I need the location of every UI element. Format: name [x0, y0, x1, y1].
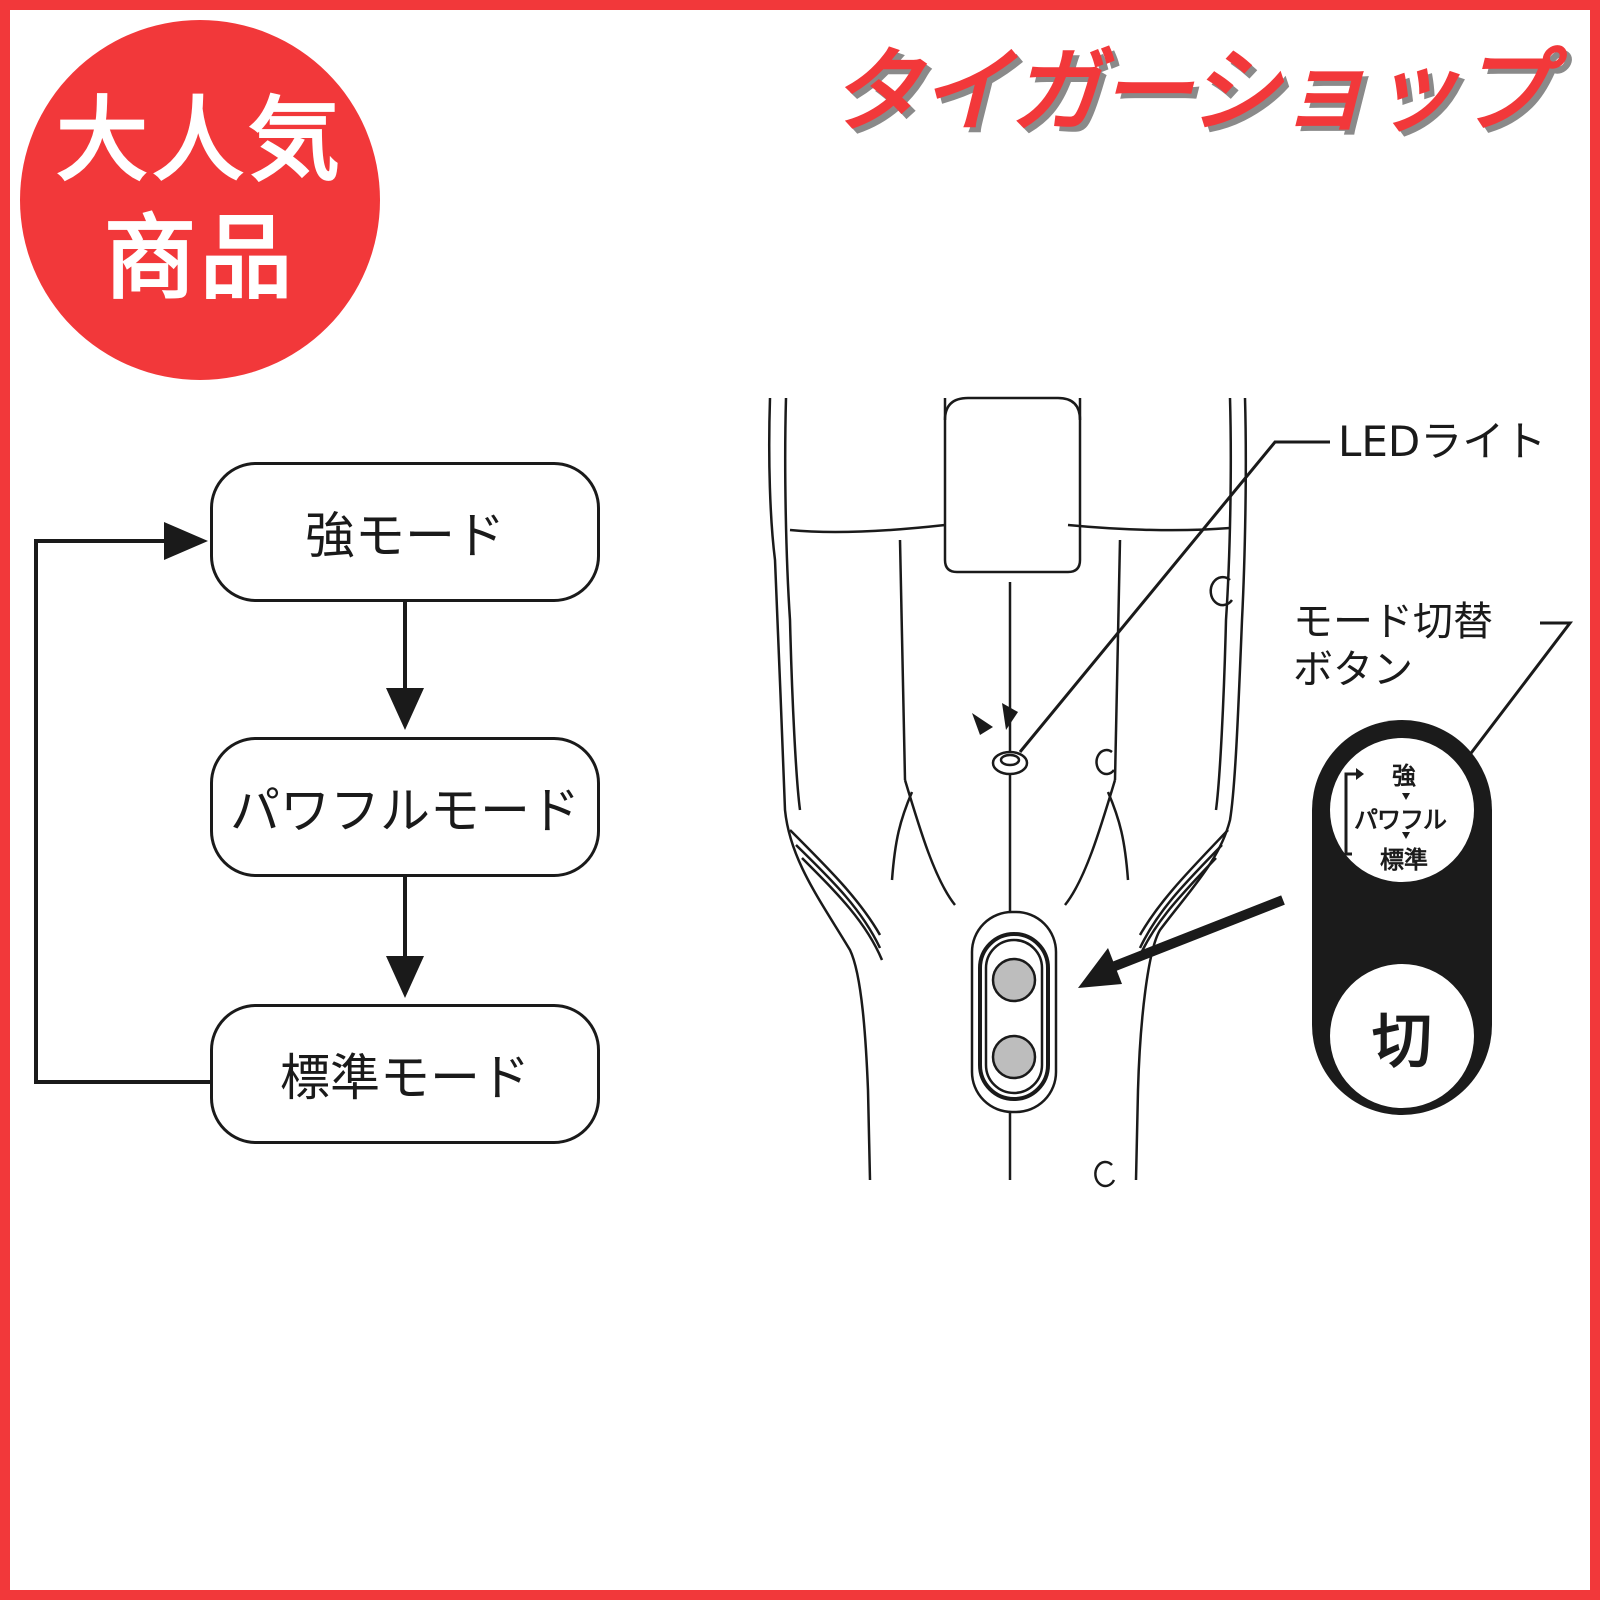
down-triangle-icon	[1402, 793, 1410, 800]
off-button-closeup: 切	[1330, 964, 1474, 1108]
handle-mode-switch	[970, 910, 1058, 1114]
flow-node-standard-mode: 標準モード	[210, 1004, 600, 1144]
panel-strong-label: 強	[1392, 762, 1416, 790]
flow-node-powerful-mode: パワフルモード	[210, 737, 600, 877]
down-triangle-icon	[1402, 832, 1410, 839]
badge-line-1: 大人気	[55, 87, 344, 194]
cleaner-illustration	[767, 396, 1248, 1188]
panel-pointer-arrowhead	[1078, 948, 1122, 988]
led-light-label: LEDライト	[1338, 417, 1547, 466]
led-light	[972, 703, 1029, 776]
mode-button-label: モード切替 ボタン	[1293, 598, 1493, 694]
flow-arrowhead-1	[386, 688, 424, 730]
button-panel-closeup: 強 パワフル 標準 切	[1312, 720, 1492, 1115]
flow-arrowhead-loop	[164, 522, 208, 560]
led-leader-line	[1018, 440, 1330, 753]
panel-powerful-label: パワフル	[1354, 806, 1447, 834]
flow-node-strong-mode: 強モード	[210, 462, 600, 602]
panel-pointer-arrow	[1108, 895, 1285, 973]
mode-button-leader-line	[1460, 621, 1574, 766]
mode-cycle-arrows	[1344, 768, 1410, 856]
mode-button-label-line-1: モード切替	[1293, 599, 1493, 645]
shop-logo-text: タイガーショップ	[830, 38, 1550, 145]
mode-button-label-line-2: ボタン	[1293, 647, 1413, 693]
flow-loop-back-line	[34, 539, 210, 1084]
panel-standard-label: 標準	[1380, 846, 1428, 874]
flow-arrowhead-2	[386, 956, 424, 998]
popular-badge: 大人気 商品	[20, 20, 380, 380]
mode-button-closeup: 強 パワフル 標準	[1330, 738, 1474, 882]
badge-line-2: 商品	[103, 205, 296, 312]
